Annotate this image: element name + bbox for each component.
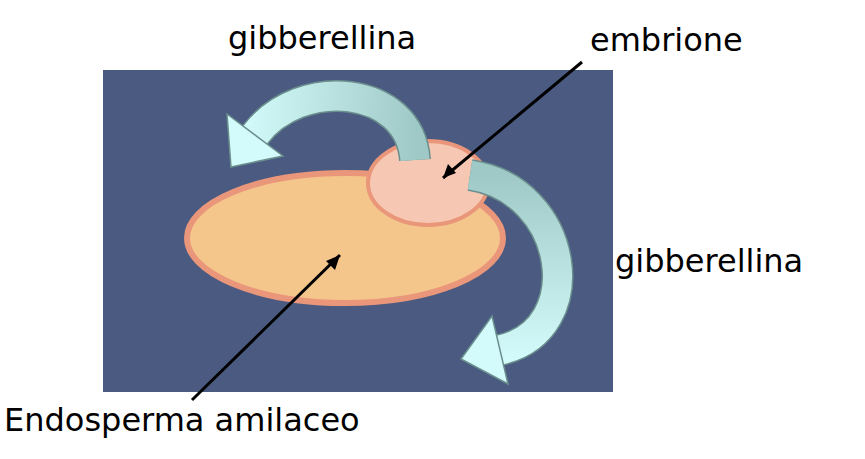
gibberellin-arrow — [255, 96, 415, 160]
leader-arrowhead — [326, 255, 340, 270]
leader-arrowhead — [443, 164, 456, 178]
text-label: gibberellina — [228, 20, 416, 57]
gibberellin-arrow — [470, 175, 557, 350]
text-label: Endosperma amilaceo — [4, 402, 360, 439]
leader-line — [192, 255, 340, 400]
arrow-outline — [255, 96, 415, 160]
arrow-head — [227, 114, 283, 167]
leader-line — [443, 62, 582, 178]
background-panel — [103, 70, 613, 392]
arrow-head — [461, 316, 508, 384]
arrow-outline — [470, 175, 557, 350]
text-label: embrione — [590, 22, 743, 59]
text-label: gibberellina — [615, 243, 803, 280]
